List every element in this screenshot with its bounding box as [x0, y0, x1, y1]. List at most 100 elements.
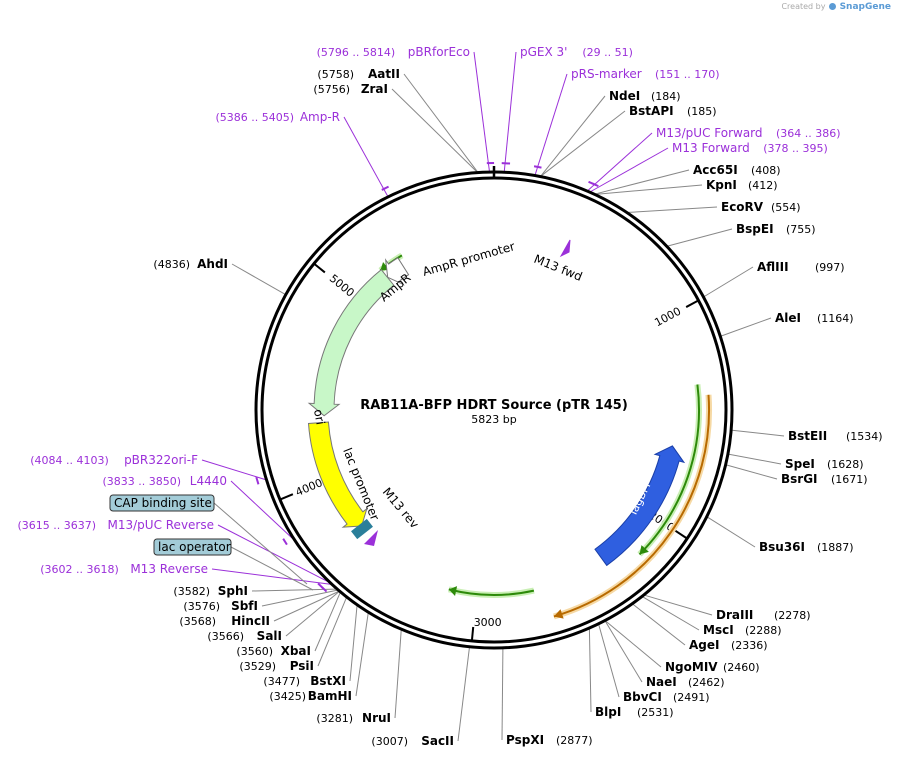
enzyme-coord-bamhi: (3425)	[269, 690, 306, 703]
primer-range-m13-forward: (378 .. 395)	[763, 142, 828, 155]
primer-bar-pbr322ori-f	[255, 476, 260, 485]
enzyme-coord-draiii: (2278)	[774, 609, 811, 622]
enzyme-label-bsteii: BstEII	[788, 429, 827, 443]
primer-label-l4440: L4440	[190, 474, 227, 488]
primer-bar-l4440	[282, 538, 288, 546]
snapgene-brand-name: SnapGene	[839, 2, 891, 12]
enzyme-label-nrui: NruI	[362, 711, 391, 725]
feature-box-cap-binding-site	[109, 494, 215, 512]
primer-range-l4440: (3833 .. 3850)	[102, 475, 181, 488]
enzyme-coord-blpi: (2531)	[637, 706, 674, 719]
tick-label-1000: 1000	[652, 305, 683, 330]
primer-range-m13-puc-reverse: (3615 .. 3637)	[17, 519, 96, 532]
tick-label-5000: 5000	[327, 272, 357, 300]
enzyme-leader-naei	[604, 621, 643, 683]
feature-tagbfp	[594, 445, 686, 567]
enzyme-leader-bbvci	[598, 624, 620, 698]
tick-mark-5000	[314, 263, 326, 274]
enzyme-coord-spei: (1628)	[827, 458, 864, 471]
enzyme-leader-acc65i	[595, 169, 690, 195]
primer-leader-m13-puc-reverse	[217, 524, 328, 582]
enzyme-leader-msci	[642, 596, 700, 631]
enzyme-leader-draiii	[644, 594, 713, 616]
enzyme-coord-xbai: (3560)	[236, 645, 273, 658]
tick-mark-1000	[685, 300, 699, 308]
enzyme-label-agei: AgeI	[689, 638, 719, 652]
plasmid-length: 5823 bp	[471, 413, 516, 426]
created-by-text: Created by	[781, 2, 826, 11]
enzyme-coord-sphi: (3582)	[173, 585, 210, 598]
primer-leader-pgex-3-	[503, 51, 517, 172]
snapgene-logo-icon	[829, 3, 837, 10]
arc-head-3	[448, 586, 458, 596]
feature-leader-lac-operator	[230, 546, 314, 591]
enzyme-coord-kpni: (412)	[748, 179, 778, 192]
enzyme-label-naei: NaeI	[646, 675, 677, 689]
tick-label-4000: 4000	[294, 476, 325, 499]
feature-label-ampr-promoter: AmpR promoter	[421, 239, 517, 279]
enzyme-label-zrai: ZraI	[361, 82, 388, 96]
primer-label-prs-marker: pRS-marker	[571, 67, 642, 81]
label-leader-lines	[201, 51, 785, 742]
enzyme-coord-ndei: (184)	[651, 90, 681, 103]
primer-label-m13-puc-forward: M13/pUC Forward	[656, 126, 763, 140]
enzyme-label-sacii: SacII	[421, 734, 454, 748]
enzyme-label-bstxi: BstXI	[310, 674, 346, 688]
enzyme-coord-bstxi: (3477)	[263, 675, 300, 688]
enzyme-label-alei: AleI	[775, 311, 801, 325]
enzyme-label-pspxi: PspXI	[506, 733, 544, 747]
enzyme-leader-sacii	[457, 647, 470, 742]
tick-mark-4000	[280, 493, 294, 501]
enzyme-coord-bsu36i: (1887)	[817, 541, 854, 554]
arc-1	[638, 384, 700, 556]
enzyme-label-blpi: BlpI	[595, 705, 621, 719]
enzyme-label-bamhi: BamHI	[308, 689, 352, 703]
enzyme-coord-sali: (3566)	[207, 630, 244, 643]
enzyme-coord-msci: (2288)	[745, 624, 782, 637]
primer-range-prs-marker: (151 .. 170)	[655, 68, 720, 81]
enzyme-label-msci: MscI	[703, 623, 734, 637]
enzyme-label-bstapi: BstAPI	[629, 104, 674, 118]
m13-fwd-marker	[559, 239, 571, 258]
map-labels: AatII(5758)ZraI(5756)NdeI(184)BstAPI(185…	[17, 45, 882, 748]
snapgene-branding: Created by SnapGene	[781, 2, 891, 12]
enzyme-label-aatii: AatII	[368, 67, 400, 81]
enzyme-coord-bsrgi: (1671)	[831, 473, 868, 486]
tick-mark-3000	[470, 626, 475, 641]
primer-range-amp-r: (5386 .. 5405)	[215, 111, 294, 124]
primer-range-pgex-3-: (29 .. 51)	[582, 46, 633, 59]
feature-ampr-promoter	[384, 257, 410, 286]
enzyme-leader-bstapi	[541, 110, 626, 177]
enzyme-leader-afliii	[704, 266, 754, 297]
backbone-inner-ring	[260, 176, 728, 644]
enzyme-label-spei: SpeI	[785, 457, 815, 471]
enzyme-leader-ngomiv	[605, 620, 662, 668]
enzyme-leader-aatii	[403, 73, 478, 172]
enzyme-label-ngomiv: NgoMIV	[665, 660, 718, 674]
feature-box-label-cap-binding-site: CAP binding site	[114, 496, 212, 510]
feature-ori	[307, 421, 368, 528]
enzyme-leader-ahdi	[231, 263, 286, 295]
enzyme-label-ecorv: EcoRV	[721, 200, 764, 214]
feature-box-lac-operator	[153, 538, 232, 556]
tick-label-3000: 3000	[474, 616, 502, 629]
primer-label-pbr322ori-f: pBR322ori-F	[124, 453, 198, 467]
primer-bar-prs-marker	[533, 165, 542, 169]
primer-range-m13-puc-forward: (364 .. 386)	[776, 127, 841, 140]
enzyme-label-sbfi: SbfI	[231, 599, 258, 613]
enzyme-leader-sali	[285, 591, 340, 637]
enzyme-leader-bsu36i	[707, 516, 756, 548]
enzyme-coord-bstapi: (185)	[687, 105, 717, 118]
primer-range-pbr322ori-f: (4084 .. 4103)	[30, 454, 109, 467]
enzyme-label-sphi: SphI	[218, 584, 248, 598]
arc-head-2	[553, 609, 564, 619]
primer-leader-l4440	[230, 480, 293, 539]
primer-leader-pbr322ori-f	[201, 459, 266, 481]
primer-label-amp-r: Amp-R	[300, 110, 340, 124]
feature-label-m13-fwd: M13 fwd	[532, 252, 584, 284]
enzyme-leader-ndei	[540, 95, 606, 177]
enzyme-coord-bspei: (755)	[786, 223, 816, 236]
primer-bar-m13-reverse	[320, 586, 328, 593]
